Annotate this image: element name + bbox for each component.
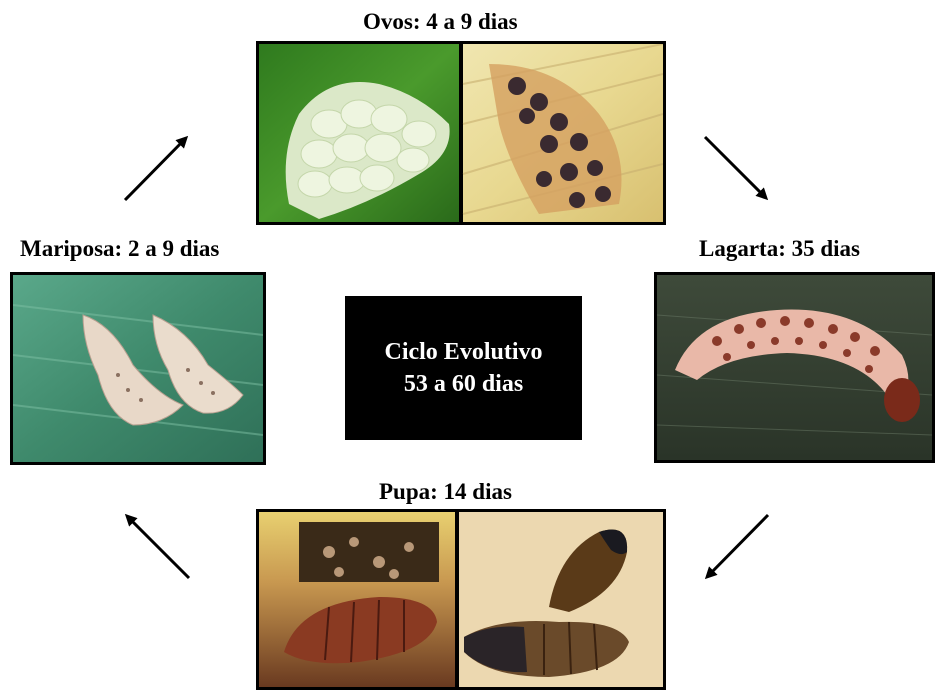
arrow-moth-to-eggs [125,138,186,200]
arrow-pupa-to-moth [127,516,189,578]
arrow-larva-to-pupa [707,515,768,577]
arrow-eggs-to-larva [705,137,766,198]
